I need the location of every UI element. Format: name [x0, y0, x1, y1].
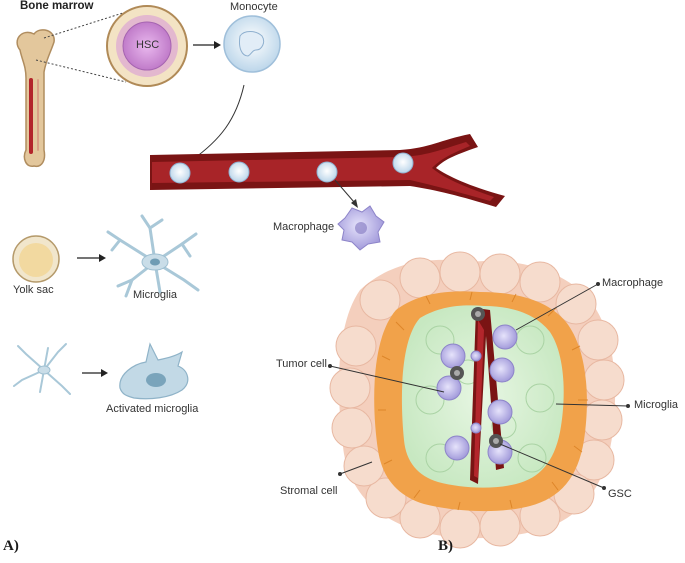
stromal-cell-label: Stromal cell: [280, 485, 338, 497]
bone-marrow-label: Bone marrow: [20, 0, 94, 12]
tumor-cell-label: Tumor cell: [276, 358, 327, 370]
macrophage-cell-a: [337, 205, 385, 251]
gsc-label: GSC: [608, 488, 632, 500]
microglia-cell: [106, 214, 200, 298]
hsc-label: HSC: [136, 39, 160, 51]
tumor-microenvironment: [329, 251, 625, 549]
panel-b-label: B): [438, 538, 453, 554]
macrophage-label-b: Macrophage: [602, 277, 664, 289]
yolk-sac-label: Yolk sac: [13, 284, 54, 296]
bone-illustration: [16, 11, 127, 168]
hsc-cell: [106, 5, 188, 87]
blood-vessel: [150, 134, 505, 207]
microglia-label-b: Microglia: [634, 399, 679, 411]
callout-lines: [329, 283, 629, 489]
monocyte-label: Monocyte: [230, 1, 278, 13]
monocyte-cell: [223, 15, 281, 73]
panel-a-label: A): [3, 538, 19, 554]
macrophage-label-a: Macrophage: [273, 221, 335, 233]
microglia-label-a: Microglia: [133, 289, 178, 301]
activated-microglia-cell: [119, 342, 189, 400]
activated-microglia-label: Activated microglia: [106, 403, 199, 415]
yolk-sac: [12, 235, 60, 283]
